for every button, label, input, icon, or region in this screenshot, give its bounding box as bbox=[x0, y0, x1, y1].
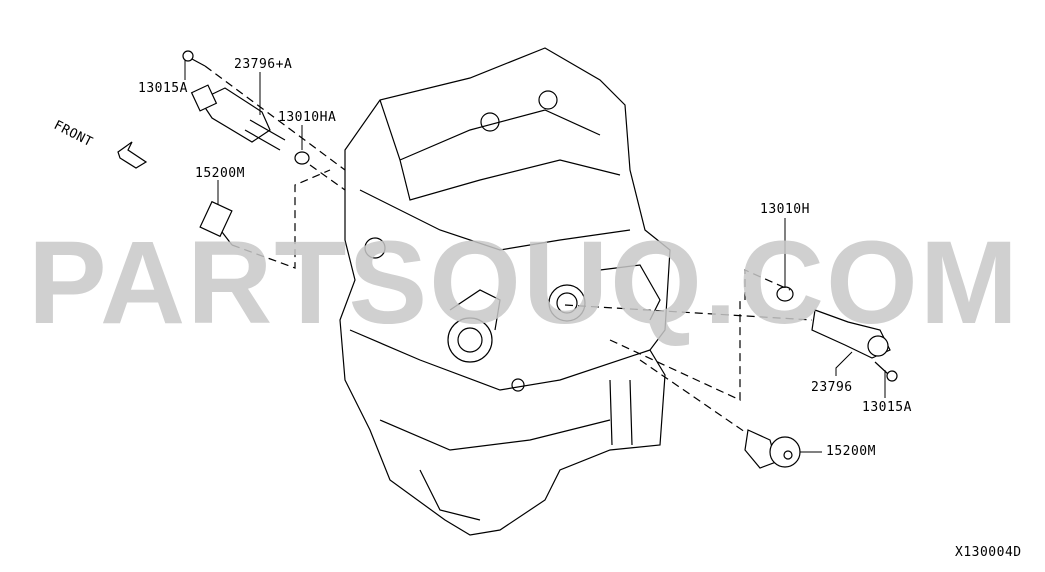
callout-bolt-left[interactable]: 13015A bbox=[138, 81, 188, 96]
bolt-left-icon bbox=[182, 50, 206, 67]
callout-filter-left[interactable]: 15200M bbox=[195, 166, 245, 181]
diagram-code: X130004D bbox=[955, 545, 1022, 560]
callout-solenoid-right[interactable]: 23796 bbox=[811, 380, 853, 395]
leader-lines bbox=[184, 60, 886, 453]
front-arrow-icon bbox=[117, 141, 148, 169]
oil-control-solenoid-left bbox=[190, 84, 286, 151]
callout-seal-right[interactable]: 13010H bbox=[760, 202, 810, 217]
engine-block bbox=[339, 47, 671, 536]
oil-control-solenoid-right bbox=[811, 309, 891, 359]
oil-filter-left-icon bbox=[199, 200, 233, 246]
seal-left-icon bbox=[294, 151, 310, 165]
callout-bolt-right[interactable]: 13015A bbox=[862, 400, 912, 415]
bolt-right-icon bbox=[874, 361, 898, 382]
callout-filter-right[interactable]: 15200M bbox=[826, 444, 876, 459]
assembly-lines bbox=[204, 65, 813, 433]
oil-filter-right-icon bbox=[744, 429, 801, 469]
callout-seal-left[interactable]: 13010HA bbox=[278, 110, 337, 125]
watermark: PARTSOUQ.COM bbox=[28, 217, 1021, 349]
callout-solenoid-left[interactable]: 23796+A bbox=[234, 57, 293, 72]
